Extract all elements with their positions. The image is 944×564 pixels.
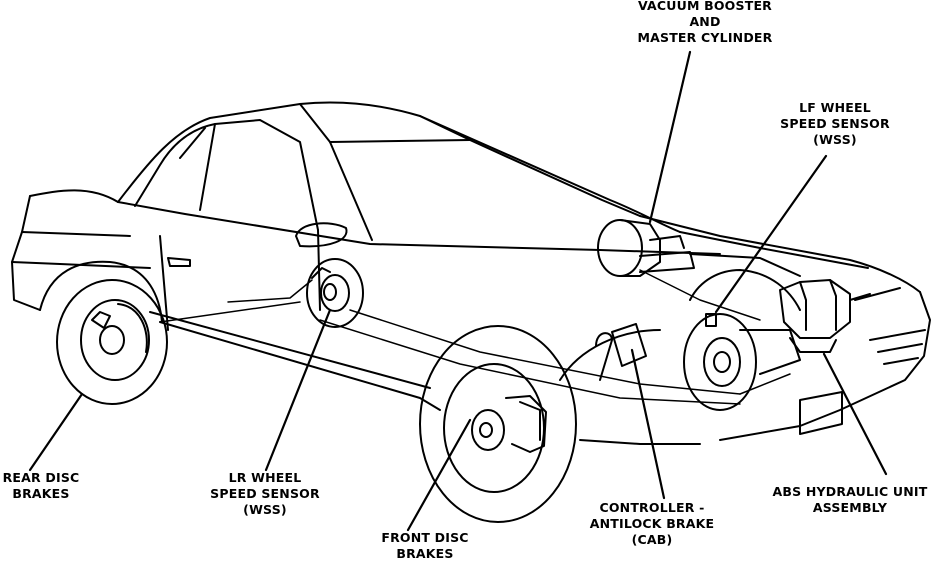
lr-sensor-rotor (306, 258, 364, 328)
vacuum-booster (597, 219, 801, 277)
label-vacuum-booster: VACUUM BOOSTER AND MASTER CYLINDER (637, 0, 773, 45)
rear-wheel (56, 279, 168, 405)
front-wheel (419, 325, 577, 523)
abs-hydraulic-unit (779, 279, 871, 353)
brake-lines (159, 269, 791, 405)
controller-cab (595, 323, 647, 381)
label-controller-antilock-brake: CONTROLLER - ANTILOCK BRAKE (CAB) (589, 500, 715, 547)
label-abs-hydraulic-unit: ABS HYDRAULIC UNIT ASSEMBLY (772, 484, 928, 515)
label-lr-wheel-speed-sensor: LR WHEEL SPEED SENSOR (WSS) (210, 470, 320, 517)
label-front-disc-brakes: FRONT DISC BRAKES (381, 530, 469, 561)
label-rear-disc-brakes: REAR DISC BRAKES (2, 470, 80, 501)
lf-sensor-rotor (683, 313, 801, 411)
leader-lines (28, 50, 888, 532)
label-lf-wheel-speed-sensor: LF WHEEL SPEED SENSOR (WSS) (780, 100, 890, 147)
